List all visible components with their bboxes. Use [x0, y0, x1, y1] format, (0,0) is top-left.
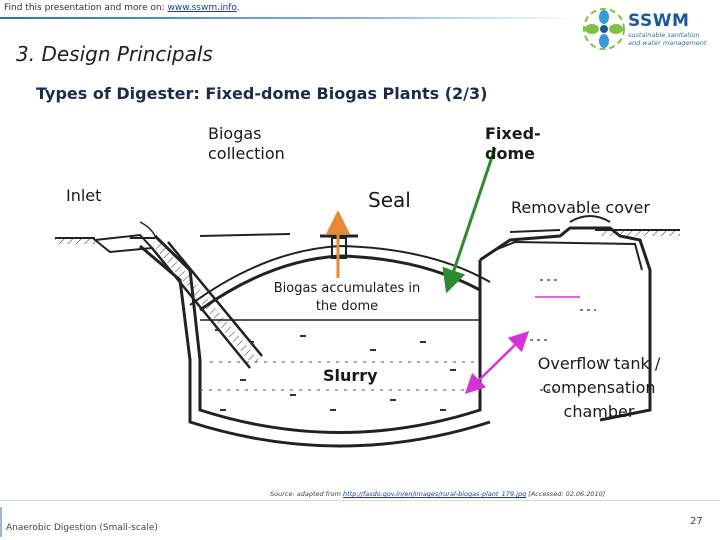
label-fixed-line1: Fixed- [485, 124, 541, 143]
label-slurry: Slurry [323, 366, 378, 385]
fixed-dome-arrow [442, 147, 497, 294]
label-overflow-line3: chamber [563, 402, 635, 421]
label-inlet: Inlet [66, 186, 102, 205]
label-removable-cover: Removable cover [511, 198, 650, 217]
find-text: Find this presentation and more on: [4, 3, 165, 13]
source-suffix: [Accessed: 02.06.2010] [528, 490, 606, 498]
ground-line [55, 229, 680, 244]
section-title: 3. Design Principals [16, 42, 213, 66]
label-overflow-line2: compensation [542, 378, 656, 397]
find-end: . [236, 3, 240, 13]
slide-title: Types of Digester: Fixed-dome Biogas Pla… [36, 84, 488, 103]
fixed-dome-diagram: Biogas collection Fixed- dome Inlet Seal… [40, 110, 700, 490]
sswm-link[interactable]: www.sswm.info [167, 3, 237, 13]
label-overflow-line1: Overflow tank / [537, 354, 661, 373]
logo-subtitle-line1: sustainable sanitation [628, 31, 700, 39]
sswm-logo-icon [583, 8, 625, 50]
source-prefix: Source: adapted from [270, 490, 341, 498]
find-presentation-line: Find this presentation and more on: www.… [4, 3, 240, 13]
label-biogas-accumulates: Biogas accumulates in the dome [264, 280, 430, 316]
inlet-pipe [92, 221, 263, 369]
label-accum-line2: the dome [315, 299, 379, 314]
label-accum-line1: Biogas accumulates in [273, 281, 421, 296]
header-divider [0, 17, 578, 19]
footer-topic: Anaerobic Digestion (Small-scale) [6, 523, 158, 533]
label-fixed-line2: dome [485, 144, 535, 163]
logo-wordmark: SSWM [628, 11, 690, 31]
source-link[interactable]: http://fasdo.gov.in/en/images/rural-biog… [343, 490, 527, 498]
compensation-chamber [479, 215, 652, 422]
label-overflow-tank: Overflow tank / compensation chamber [524, 352, 674, 424]
footer-accent-bar [0, 507, 2, 537]
source-citation: Source: adapted from http://fasdo.gov.in… [270, 490, 605, 498]
label-fixed-dome: Fixed- dome [485, 124, 541, 164]
page-number: 27 [690, 516, 703, 527]
label-seal: Seal [368, 188, 411, 212]
overflow-arrow [464, 331, 530, 394]
slurry-level [200, 319, 480, 411]
logo-subtitle: sustainable sanitation and water managem… [628, 31, 718, 47]
label-biogas-line1: Biogas [208, 124, 262, 143]
digester-body [139, 234, 491, 448]
footer-divider [0, 500, 720, 501]
logo-subtitle-line2: and water management [628, 38, 707, 47]
digester-drawing [55, 147, 680, 448]
sswm-logo: SSWM sustainable sanitation and water ma… [580, 6, 720, 54]
top-bar: Find this presentation and more on: www.… [0, 0, 720, 72]
label-biogas-line2: collection [208, 144, 285, 163]
label-biogas-collection: Biogas collection [208, 124, 285, 164]
